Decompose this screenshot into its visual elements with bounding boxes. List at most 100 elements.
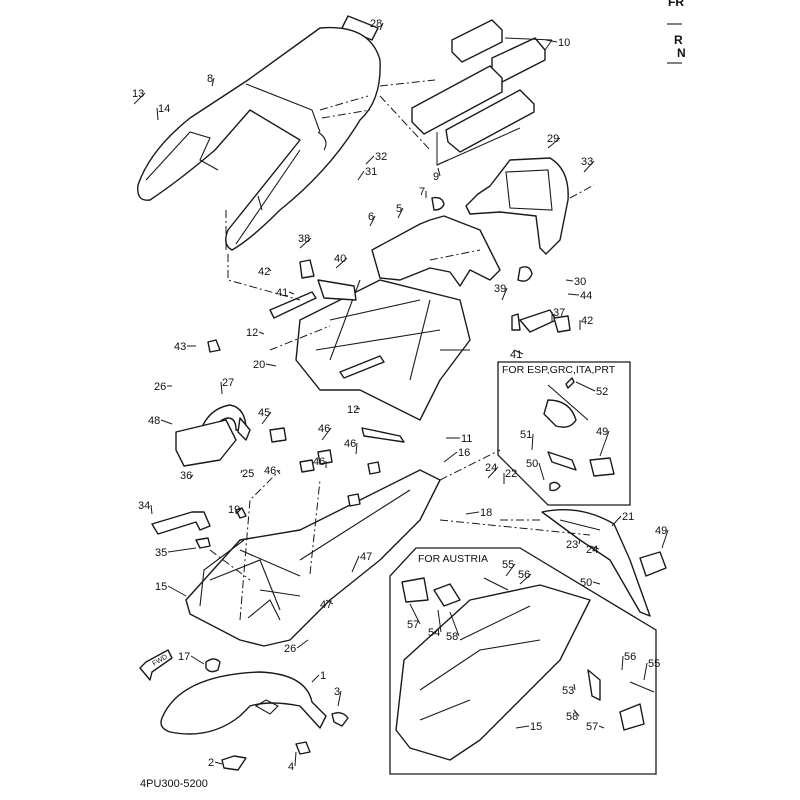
rear-fender-part xyxy=(185,469,441,647)
front-fender-part xyxy=(160,671,349,771)
callout-50: 50 xyxy=(580,577,592,589)
leader-line-38 xyxy=(299,237,312,249)
callout-47: 47 xyxy=(360,551,372,563)
callout-53: 53 xyxy=(562,685,574,697)
callout-41: 41 xyxy=(276,287,288,299)
callout-19: 19 xyxy=(228,504,240,516)
callout-13: 13 xyxy=(132,88,144,100)
callout-58: 58 xyxy=(566,711,578,723)
callout-42: 42 xyxy=(258,266,270,278)
leader-line-8 xyxy=(211,77,215,87)
callout-21: 21 xyxy=(622,511,634,523)
leader-line-19 xyxy=(235,508,242,515)
emblem-part xyxy=(341,15,379,41)
leader-line-23 xyxy=(578,539,581,545)
callout-56: 56 xyxy=(518,569,530,581)
leader-lines xyxy=(133,22,669,767)
leader-line-41 xyxy=(288,291,295,295)
callout-44: 44 xyxy=(580,290,592,302)
leader-line-3 xyxy=(337,690,342,707)
leader-line-51 xyxy=(531,433,534,451)
callout-32: 32 xyxy=(375,151,387,163)
callout-5: 5 xyxy=(396,203,402,215)
callout-18: 18 xyxy=(480,507,492,519)
leader-line-54 xyxy=(437,609,442,633)
callout-12: 12 xyxy=(246,327,258,339)
callout-11: 11 xyxy=(461,433,472,445)
corner-header-fragment: FR R N xyxy=(667,0,686,64)
leader-line-4 xyxy=(294,751,297,767)
leader-line-26 xyxy=(296,639,309,649)
callout-38: 38 xyxy=(298,233,310,245)
leader-line-34 xyxy=(150,504,153,515)
grab-bar-part xyxy=(175,404,251,467)
leader-line-28 xyxy=(379,22,384,31)
leader-line-32 xyxy=(365,155,375,165)
callout-41: 41 xyxy=(510,349,522,361)
leader-line-14 xyxy=(156,107,159,121)
corner-text-2: R xyxy=(674,33,683,47)
leader-line-49 xyxy=(599,430,610,457)
leader-line-56 xyxy=(621,655,624,671)
callout-3: 3 xyxy=(334,686,340,698)
leader-line-2 xyxy=(214,761,223,765)
callout-20: 20 xyxy=(253,359,265,371)
leader-line-10 xyxy=(545,39,558,43)
leader-line-52 xyxy=(575,381,596,392)
leader-line-33 xyxy=(583,160,595,173)
leader-line-17 xyxy=(190,655,205,665)
box-esp-title: FOR ESP,GRC,ITA,PRT xyxy=(502,364,616,376)
callout-22: 22 xyxy=(505,468,517,480)
callout-57: 57 xyxy=(586,721,598,733)
leader-line-42 xyxy=(267,267,272,272)
leader-line-6 xyxy=(369,215,376,227)
leader-line-31 xyxy=(357,170,365,181)
callout-50: 50 xyxy=(526,458,538,470)
drawing-code: 4PU300-5200 xyxy=(140,778,208,790)
leader-line-30 xyxy=(565,279,574,282)
callout-43: 43 xyxy=(174,341,186,353)
callout-8: 8 xyxy=(207,73,213,85)
callout-9: 9 xyxy=(433,171,439,183)
callout-16: 16 xyxy=(458,447,470,459)
callout-6: 6 xyxy=(368,211,374,223)
callout-2: 2 xyxy=(208,757,214,769)
leader-line-50 xyxy=(592,581,601,585)
leader-line-40 xyxy=(335,257,348,269)
leader-line-56 xyxy=(519,573,532,585)
dampers-group xyxy=(379,19,553,166)
callout-27: 27 xyxy=(222,377,234,389)
flap-part xyxy=(541,509,667,617)
callout-28: 28 xyxy=(370,18,382,30)
leader-line-35 xyxy=(167,547,197,553)
leader-line-46 xyxy=(355,442,358,455)
leader-line-15 xyxy=(515,725,530,729)
callout-15: 15 xyxy=(530,721,542,733)
callout-54: 54 xyxy=(428,627,440,639)
callout-39: 39 xyxy=(494,283,506,295)
callout-40: 40 xyxy=(334,253,346,265)
callout-30: 30 xyxy=(574,276,586,288)
leader-line-27 xyxy=(220,381,223,395)
leader-line-58 xyxy=(449,611,460,637)
callout-37: 37 xyxy=(553,307,565,319)
leader-line-24 xyxy=(589,545,600,550)
leader-line-16 xyxy=(443,451,458,463)
tail-light-bracket-part xyxy=(465,157,595,255)
callout-33: 33 xyxy=(581,156,593,168)
leader-line-50 xyxy=(538,462,545,481)
callout-45: 45 xyxy=(258,407,270,419)
corner-text-3: N xyxy=(677,46,686,60)
callout-labels: 2810813149293231337563842404130443937424… xyxy=(132,18,667,773)
callout-31: 31 xyxy=(365,166,377,178)
corner-text-1: FR xyxy=(668,0,684,9)
leader-line-58 xyxy=(573,709,580,717)
leader-line-49 xyxy=(661,529,669,549)
callout-12: 12 xyxy=(347,404,359,416)
leader-line-12 xyxy=(258,331,265,335)
leader-line-24 xyxy=(487,466,499,479)
callout-55: 55 xyxy=(648,658,660,670)
callout-4: 4 xyxy=(288,761,294,773)
leader-line-21 xyxy=(611,515,622,527)
